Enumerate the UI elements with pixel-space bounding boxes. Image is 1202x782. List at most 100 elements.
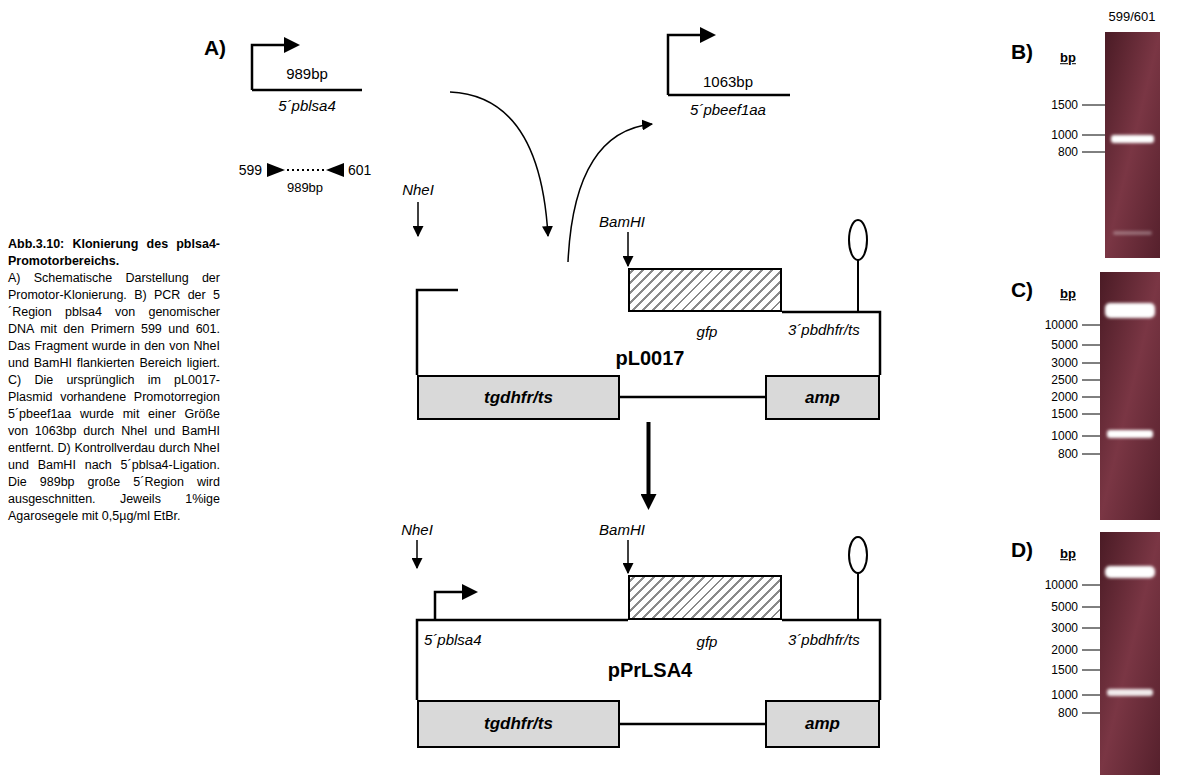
ladder-value: 1500 bbox=[1051, 663, 1078, 677]
promoter-label: 5´pbeef1aa bbox=[690, 101, 766, 119]
ladder-value: 1500 bbox=[1051, 407, 1078, 421]
gel-band bbox=[1107, 430, 1153, 438]
excise-arrow bbox=[568, 124, 652, 262]
fragment-size: 989bp bbox=[287, 180, 323, 196]
plasmid-backbone bbox=[417, 620, 628, 700]
figure-caption: A) Schematische Darstellung der Promotor… bbox=[8, 270, 220, 525]
caption-block: Abb.3.10: Klonierung des pblsa4-Promotor… bbox=[8, 236, 220, 525]
ladder-value: 5000 bbox=[1051, 338, 1078, 352]
panel-label: D) bbox=[1011, 537, 1033, 562]
ladder-value: 3000 bbox=[1051, 621, 1078, 635]
ladder-tick bbox=[1082, 152, 1105, 153]
site-arrow bbox=[627, 232, 629, 266]
ladder-tick bbox=[1082, 695, 1100, 696]
gene-box: gfp bbox=[628, 268, 782, 312]
ladder-value: 1000 bbox=[1051, 688, 1078, 702]
lane-label: 599/601 bbox=[1109, 9, 1156, 25]
node-text: tgdhfr/ts bbox=[484, 387, 553, 407]
ladder-value: 2500 bbox=[1051, 373, 1078, 387]
ladder-tick bbox=[1082, 650, 1100, 651]
ladder-tick bbox=[1082, 105, 1105, 106]
plasmid-backbone bbox=[782, 620, 880, 700]
gel-c bbox=[1082, 272, 1160, 520]
unit-label: bp bbox=[1060, 546, 1076, 562]
ladder-value: 1500 bbox=[1051, 98, 1078, 112]
gel-b bbox=[1082, 32, 1160, 258]
ladder-tick bbox=[1082, 454, 1100, 455]
ladder-value: 2000 bbox=[1051, 643, 1078, 657]
node-text: pL0017 bbox=[616, 346, 685, 370]
terminator-stem bbox=[857, 573, 859, 620]
terminator-stem bbox=[857, 260, 859, 312]
ladder-tick bbox=[1082, 670, 1100, 671]
node-text: pPrLSA4 bbox=[608, 658, 692, 682]
promoter-label: 5´pblsa4 bbox=[424, 631, 482, 649]
amplicon-line bbox=[287, 169, 324, 171]
unit-label: bp bbox=[1060, 50, 1076, 66]
promoter-line bbox=[252, 89, 362, 92]
plasmid-backbone bbox=[782, 312, 880, 375]
terminator-symbol bbox=[849, 537, 867, 573]
marker-box: amp bbox=[765, 375, 880, 420]
plasmid-map: gfp tgdhfr/ts amp pL0017 bbox=[417, 262, 880, 420]
terminator-symbol bbox=[849, 220, 867, 260]
arrow-head bbox=[284, 37, 300, 53]
promoter-arrow bbox=[252, 45, 284, 90]
process-arrow bbox=[647, 422, 651, 497]
ladder-tick bbox=[1082, 628, 1100, 629]
arrow-head bbox=[700, 27, 716, 43]
ladder-tick bbox=[1082, 607, 1100, 608]
marker-box: tgdhfr/ts bbox=[417, 375, 620, 420]
fragment-size: 1063bp bbox=[703, 73, 753, 91]
marker-box: amp bbox=[765, 700, 880, 748]
ladder-value: 3000 bbox=[1051, 356, 1078, 370]
ladder-value: 5000 bbox=[1051, 600, 1078, 614]
primer-number: 601 bbox=[348, 162, 371, 179]
insert-arrow bbox=[450, 92, 548, 236]
plasmid-backbone bbox=[417, 290, 458, 375]
gel-image bbox=[1105, 32, 1160, 258]
gel-band bbox=[1105, 303, 1155, 318]
panel-label: A) bbox=[204, 35, 226, 60]
gel-band bbox=[1107, 689, 1153, 696]
gel-d bbox=[1082, 532, 1160, 775]
ladder-value: 1000 bbox=[1051, 429, 1078, 443]
ladder-tick bbox=[1082, 363, 1100, 364]
arrow-head bbox=[462, 584, 478, 600]
marker-box: tgdhfr/ts bbox=[417, 700, 620, 748]
promoter-arrow bbox=[435, 592, 462, 620]
unit-label: bp bbox=[1060, 286, 1076, 302]
restriction-site: NheI bbox=[401, 521, 433, 539]
terminator-label: 3´pbdhfr/ts bbox=[788, 321, 860, 339]
ladder-value: 10000 bbox=[1045, 318, 1078, 332]
promoter-arrow bbox=[668, 35, 700, 95]
site-arrow bbox=[417, 202, 419, 236]
ladder-value: 10000 bbox=[1045, 578, 1078, 592]
ladder-tick bbox=[1082, 713, 1100, 714]
ladder-tick bbox=[1082, 397, 1100, 398]
ladder-value: 800 bbox=[1058, 145, 1078, 159]
node-text: gfp bbox=[697, 323, 718, 341]
node-text: amp bbox=[805, 387, 840, 407]
node-text: tgdhfr/ts bbox=[484, 714, 553, 734]
panel-label: B) bbox=[1011, 39, 1033, 64]
gel-band bbox=[1111, 135, 1154, 143]
schematic bbox=[252, 35, 880, 724]
restriction-site: NheI bbox=[402, 181, 434, 199]
primer-number: 599 bbox=[239, 162, 262, 179]
primer-arrow bbox=[267, 163, 285, 177]
restriction-site: BamHI bbox=[599, 213, 645, 231]
fragment-size: 989bp bbox=[286, 65, 328, 83]
gel-image bbox=[1100, 272, 1160, 520]
plasmid-backbone bbox=[620, 396, 765, 399]
gel-band bbox=[1105, 566, 1155, 578]
restriction-site: BamHI bbox=[599, 521, 645, 539]
ladder-tick bbox=[1082, 585, 1100, 586]
gene-box: gfp bbox=[628, 575, 782, 620]
ladder-tick bbox=[1082, 414, 1100, 415]
promoter-line bbox=[668, 94, 790, 97]
ladder-value: 1000 bbox=[1051, 128, 1078, 142]
ladder-tick bbox=[1082, 325, 1100, 326]
ladder-tick bbox=[1082, 345, 1100, 346]
